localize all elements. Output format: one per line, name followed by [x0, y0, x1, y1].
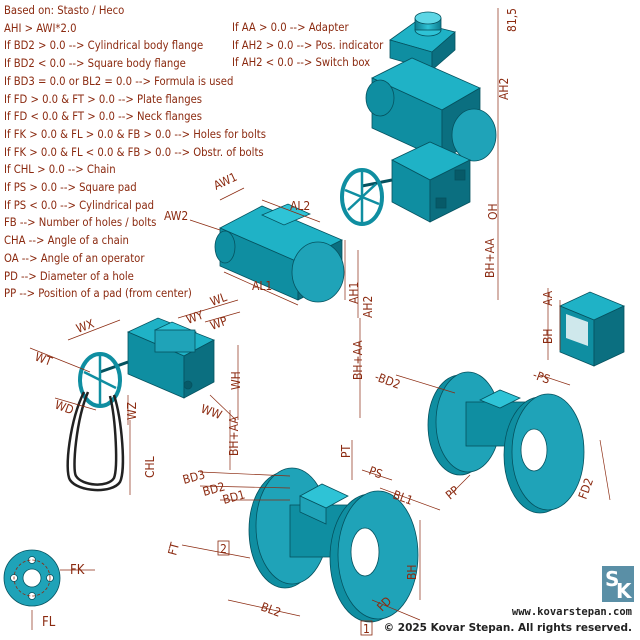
- dim-bl2: BL2: [259, 600, 283, 620]
- legend-line: If FD > 0.0 & FT > 0.0 --> Plate flanges: [4, 92, 203, 106]
- legend-line: Based on: Stasto / Heco: [4, 4, 125, 17]
- legend-line: If AA > 0.0 --> Adapter: [232, 21, 349, 34]
- footer-copyright: © 2025 Kovar Stepan. All rights reserved…: [383, 622, 632, 634]
- footer-url: www.kovarstepan.com: [511, 606, 632, 618]
- dim-bl1: BL1: [391, 488, 415, 508]
- dim-aw1: AW1: [211, 170, 239, 193]
- dim-bd1: BD1: [221, 488, 246, 507]
- handwheel-top: [340, 168, 384, 226]
- dim-pt: PT: [339, 444, 353, 458]
- pneumatic-actuator: [214, 203, 345, 303]
- dim-wl: WL: [208, 290, 228, 309]
- dim-aa: AA: [541, 290, 555, 306]
- legend-line: OA --> Angle of an operator: [4, 251, 145, 265]
- callout-box-1: [360, 620, 373, 636]
- dim-bh: BH: [405, 564, 419, 580]
- logo-badge: S K: [602, 566, 634, 603]
- dim-bhaa-top: BH+AA: [483, 238, 497, 278]
- dim-fd2: FD2: [576, 476, 596, 501]
- gear-operator: [99, 317, 215, 399]
- dim-ah2-mid: AH2: [361, 296, 375, 318]
- legend-line: If FD < 0.0 & FT > 0.0 --> Neck flanges: [4, 110, 202, 124]
- legend-line: If AH2 < 0.0 --> Switch box: [232, 56, 371, 70]
- dim-ww: WW: [199, 402, 224, 423]
- dim-oh: OH: [486, 203, 500, 220]
- valve-right: [427, 371, 585, 514]
- dim-bd2-right: -BD2: [373, 370, 402, 392]
- dim-chl: CHL: [143, 456, 157, 478]
- dim-al2: AL2: [290, 199, 310, 213]
- legend-line: FB --> Number of holes / bolts: [4, 216, 157, 230]
- dimension-lines: [29, 8, 611, 630]
- legend-line: CHA --> Angle of a chain: [4, 234, 129, 248]
- dim-wt: WT: [33, 350, 54, 369]
- legend-line: If FK > 0.0 & FL < 0.0 & FB > 0.0 --> Ob…: [4, 145, 264, 159]
- legend-line: AHI > AWI*2.0: [4, 21, 77, 35]
- callout-2: 2: [220, 542, 227, 556]
- dim-bd3: BD3: [181, 468, 206, 487]
- legend-line: If BD3 = 0.0 or BL2 = 0.0 --> Formula is…: [4, 74, 234, 88]
- logo-letter-k: K: [616, 579, 632, 603]
- actuator-top-assembly: [361, 11, 497, 223]
- dim-ft: FT: [165, 541, 182, 557]
- legend-line: If BD2 < 0.0 --> Square body flange: [4, 57, 186, 71]
- callout-1: 1: [363, 622, 370, 636]
- legend-line: If CHL > 0.0 --> Chain: [4, 163, 116, 177]
- legend-line: PD --> Diameter of a hole: [4, 269, 134, 283]
- legend-line: If PS < 0.0 --> Cylindrical pad: [4, 198, 155, 212]
- dim-wd: WD: [53, 398, 76, 418]
- legend-line: If AH2 > 0.0 --> Pos. indicator: [232, 38, 384, 52]
- dim-bd2: BD2: [201, 480, 226, 499]
- dim-ah1: AH1: [347, 282, 361, 304]
- dim-ah2-top: AH2: [497, 78, 511, 100]
- dim-bhaa-mid: BH+AA: [351, 340, 365, 380]
- dim-ps: PS: [367, 464, 384, 482]
- dim-aw2: AW2: [164, 209, 188, 223]
- dim-al1: AL1: [252, 279, 272, 293]
- legend-right: If AA > 0.0 --> Adapter If AH2 > 0.0 --> …: [232, 19, 383, 72]
- callout-box-2: [217, 540, 230, 556]
- dim-815: 81,5: [505, 8, 519, 32]
- dim-wp: WP: [208, 314, 229, 333]
- dim-wh: WH: [229, 371, 243, 390]
- square-pad: [559, 291, 625, 367]
- dim-fk: FK: [70, 563, 85, 578]
- dim-ps-right: -PS: [531, 368, 552, 387]
- legend-line: If FK > 0.0 & FL > 0.0 & FB > 0.0 --> Ho…: [4, 127, 266, 141]
- dim-fl: FL: [42, 615, 56, 630]
- legend-line: PP --> Position of a pad (from center): [4, 287, 192, 301]
- dim-bh-pad: BH: [541, 328, 555, 344]
- handwheel-left: [78, 352, 122, 408]
- legend-line: If PS > 0.0 --> Square pad: [4, 181, 137, 195]
- valve-bottom: [248, 467, 419, 623]
- flange-detail: [3, 549, 61, 607]
- logo-letter-s: S: [605, 567, 620, 591]
- chain: [66, 391, 125, 492]
- dim-wz: WZ: [125, 402, 139, 420]
- dim-bhaa-left: BH+AA: [227, 416, 241, 456]
- dim-wx: WX: [74, 316, 96, 336]
- legend-line: If BD2 > 0.0 --> Cylindrical body flange: [4, 39, 204, 53]
- dim-wy: WY: [184, 308, 205, 327]
